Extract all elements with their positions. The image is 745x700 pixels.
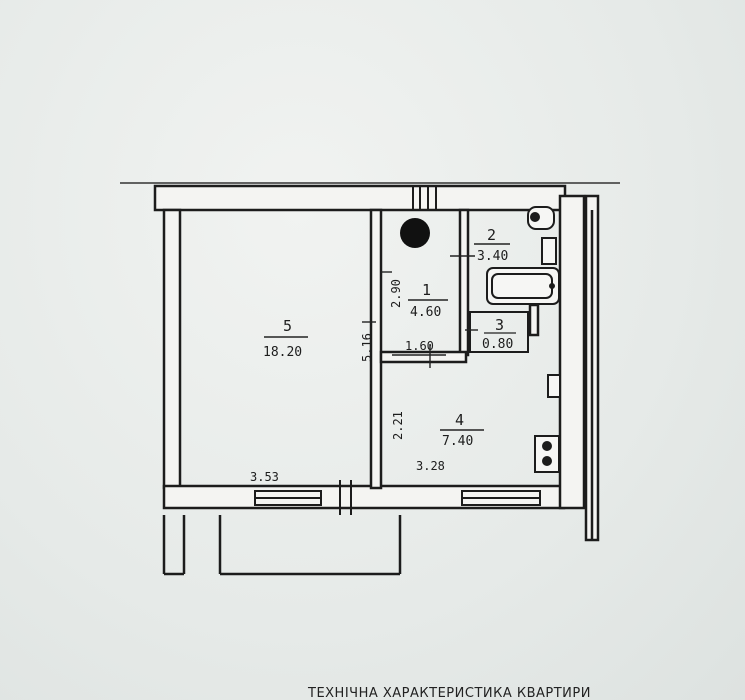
room-5-width-label: 3.53 xyxy=(250,470,279,484)
stove-icon xyxy=(534,435,560,473)
room-1-area: 4.60 xyxy=(410,305,441,320)
room-4-width-label: 3.28 xyxy=(416,459,445,473)
room-2-area: 3.40 xyxy=(477,249,508,264)
caption-text: ТЕХНІЧНА ХАРАКТЕРИСТИКА КВАРТИРИ xyxy=(308,686,591,700)
room-4-height-label: 2.21 xyxy=(391,411,405,440)
room-4-number: 4 xyxy=(455,411,464,429)
room-4-area: 7.40 xyxy=(442,434,473,449)
dimension-lines xyxy=(362,255,478,368)
room-3-number: 3 xyxy=(495,316,504,334)
sink-icon xyxy=(541,237,557,265)
room-2-number: 2 xyxy=(487,226,496,244)
bathtub-icon xyxy=(486,267,560,305)
bottom-window-right xyxy=(461,490,541,506)
kitchen-sink-icon xyxy=(547,374,561,398)
room-5-number: 5 xyxy=(283,317,292,335)
room-3-outline xyxy=(469,311,529,353)
room-3-area: 0.80 xyxy=(482,337,513,352)
bottom-window-left xyxy=(254,490,322,506)
room-5-height-label: 5.16 xyxy=(360,333,374,362)
balcony-door xyxy=(339,480,352,515)
ventilation-pipe-icon xyxy=(400,218,430,248)
top-window xyxy=(412,186,437,210)
room-5-area: 18.20 xyxy=(263,345,302,360)
toilet-icon xyxy=(527,206,555,230)
room-1-width-label: 1.60 xyxy=(405,339,434,353)
balcony xyxy=(162,515,402,576)
room-1-height-label: 2.90 xyxy=(389,279,403,308)
room-1-number: 1 xyxy=(422,281,431,299)
neighbor-walls xyxy=(584,194,600,542)
